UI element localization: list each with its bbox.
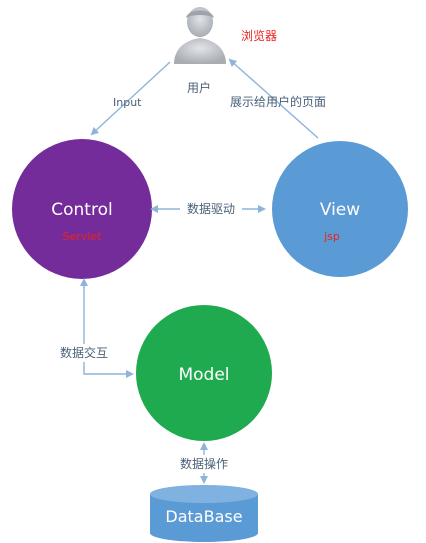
data-interaction-arrow: [80, 278, 134, 378]
control-title: Control: [51, 200, 112, 220]
data-driven-label: 数据驱动: [187, 201, 235, 216]
control-subtitle: Servlet: [63, 230, 103, 243]
show-to-user-arrow: [228, 58, 319, 139]
model-node: [136, 305, 272, 441]
data-driven-label-bg: [180, 200, 242, 218]
database-title: DataBase: [165, 507, 242, 526]
data-operation-label-bg: [172, 455, 236, 473]
input-label: Input: [113, 96, 142, 109]
input-arrow: [90, 61, 171, 136]
model-title: Model: [178, 365, 229, 385]
browser-label: 浏览器: [241, 28, 277, 43]
data-interaction-label: 数据交互: [60, 345, 108, 360]
data-operation-label: 数据操作: [180, 456, 228, 471]
control-node: [12, 139, 152, 279]
view-subtitle: jsp: [323, 230, 340, 243]
database-node: DataBase: [150, 485, 258, 542]
data-interaction-label-bg: [52, 344, 116, 362]
view-title: View: [320, 200, 360, 220]
user-icon: [174, 7, 226, 64]
user-label: 用户: [187, 80, 211, 95]
view-node: [272, 141, 408, 277]
show-to-user-label: 展示给用户的页面: [230, 94, 326, 109]
